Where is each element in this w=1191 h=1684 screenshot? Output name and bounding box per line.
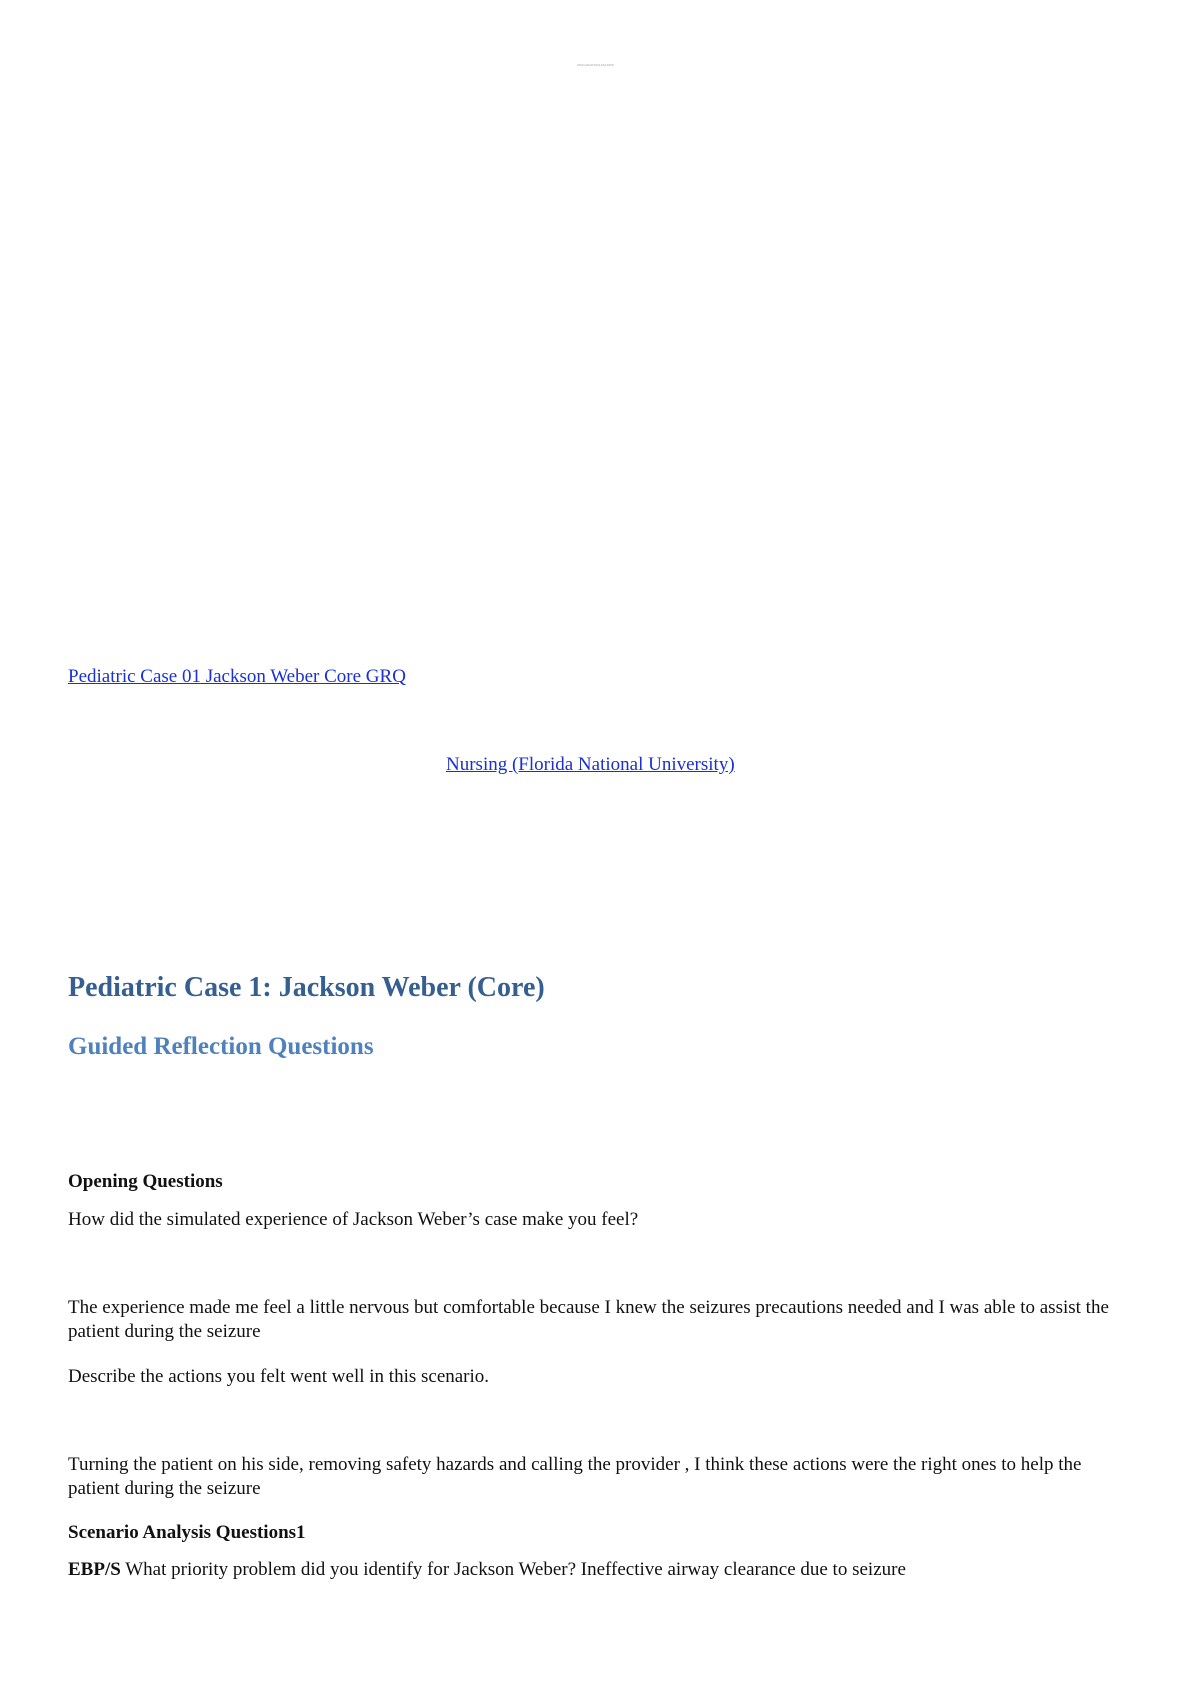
ebp-question: EBP/S What priority problem did you iden… (68, 1558, 1128, 1582)
answer-2: Turning the patient on his side, removin… (68, 1454, 1082, 1499)
question-1: How did the simulated experience of Jack… (68, 1209, 639, 1230)
ebp-label: EBP/S (68, 1559, 121, 1580)
ebp-question-text: What priority problem did you identify f… (120, 1559, 906, 1580)
course-link[interactable]: Nursing (Florida National University) (446, 754, 735, 775)
question-2: Describe the actions you felt went well … (68, 1366, 490, 1387)
document-title-link[interactable]: Pediatric Case 01 Jackson Weber Core GRQ (68, 666, 406, 687)
opening-questions-heading: Opening Questions (68, 1171, 223, 1192)
page-title: Pediatric Case 1: Jackson Weber (Core) (68, 972, 545, 1003)
answer-1: The experience made me feel a little ner… (68, 1297, 1109, 1342)
scenario-analysis-heading: Scenario Analysis Questions1 (68, 1522, 306, 1543)
page-subtitle: Guided Reflection Questions (68, 1033, 374, 1060)
watermark-text: lOMoARcPSD|10441905 (577, 63, 614, 67)
